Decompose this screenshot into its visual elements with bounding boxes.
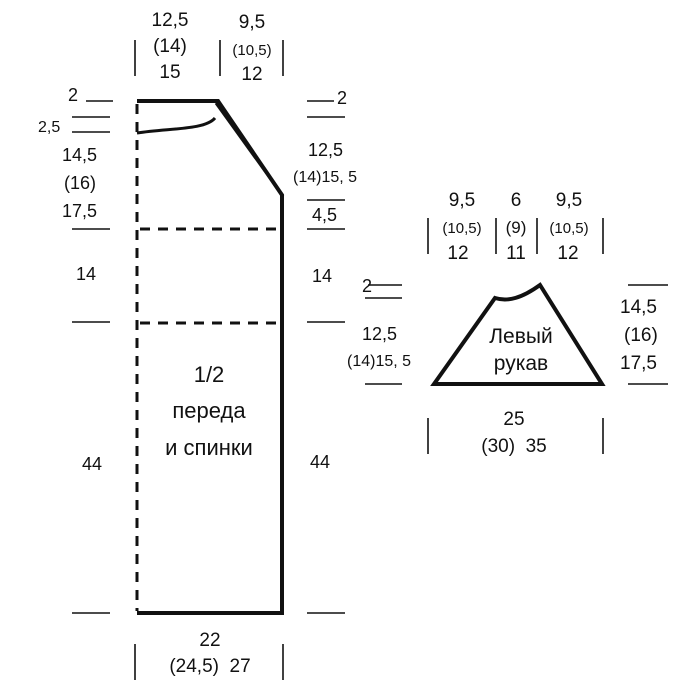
dimension-label: 2,5 — [38, 119, 60, 136]
dimension-label: 44 — [310, 452, 330, 472]
body-piece-label: 1/2 переда и спинки — [165, 362, 253, 460]
dimension-label: 12 — [241, 64, 262, 85]
dimension-label: 11 — [506, 243, 526, 264]
dimension-label: 2 — [362, 276, 372, 296]
body-left-labels: 2 2,5 14,5 (16) 17,5 14 44 — [38, 85, 102, 474]
dimension-label: (10,5) — [442, 220, 481, 237]
dimension-label: 1/2 — [194, 362, 225, 387]
body-neck-width: 9,5 (10,5) 12 — [232, 12, 271, 85]
dimension-label: 17,5 — [62, 201, 97, 221]
body-piece — [135, 99, 285, 615]
dimension-label: Левый — [489, 325, 552, 348]
dimension-label: 2 — [68, 85, 78, 105]
sleeve-piece — [430, 282, 606, 386]
dimension-label: и спинки — [165, 435, 253, 460]
dimension-label: 9,5 — [556, 190, 582, 211]
sleeve-top-width-right: 9,5 (10,5) 12 — [549, 190, 588, 264]
dimension-label: (14) — [153, 36, 187, 57]
dimension-label: 15 — [159, 62, 180, 83]
dimension-label: переда — [172, 398, 246, 423]
dimension-label: (10,5) — [549, 220, 588, 237]
sleeve-piece-label: Левый рукав — [489, 325, 552, 375]
sleeve-outline — [430, 282, 606, 386]
dimension-label: 14,5 — [62, 145, 97, 165]
body-outline — [137, 99, 284, 615]
dimension-label: (14)15, 5 — [293, 169, 357, 186]
dimension-label: 14 — [76, 264, 96, 284]
dimension-label: 12 — [447, 243, 468, 264]
body-dimension-ticks — [72, 40, 345, 680]
dimension-label: (14)15, 5 — [347, 353, 411, 370]
sleeve-top-width-left: 9,5 (10,5) 12 — [442, 190, 481, 264]
sleeve-dimension-ticks — [365, 218, 668, 454]
front-neck-curve — [136, 116, 217, 135]
dimension-label: 17,5 — [620, 353, 657, 374]
dimension-label: 12,5 — [308, 140, 343, 160]
dimension-label: 2 — [337, 88, 347, 108]
dimension-label: (24,5) 27 — [169, 656, 250, 677]
dimension-label: 12 — [557, 243, 578, 264]
dimension-label: 12,5 — [152, 10, 189, 31]
back-neck-line — [214, 102, 285, 197]
dimension-label: 44 — [82, 454, 102, 474]
dimension-label: (30) 35 — [481, 436, 546, 457]
dimension-label: рукав — [494, 352, 548, 375]
dimension-label: (16) — [64, 173, 96, 193]
dimension-label: (16) — [624, 325, 658, 346]
dimension-label: 12,5 — [362, 324, 397, 344]
sleeve-left-labels: 2 12,5 (14)15, 5 — [347, 276, 411, 370]
body-shoulder-width: 12,5 (14) 15 — [152, 10, 189, 83]
dimension-label: 25 — [503, 409, 524, 430]
dimension-label: 9,5 — [239, 12, 265, 33]
sleeve-right-labels: 14,5 (16) 17,5 — [620, 297, 658, 374]
body-right-labels: 2 12,5 (14)15, 5 4,5 14 44 — [293, 88, 357, 472]
dimension-label: 14 — [312, 266, 332, 286]
dimension-label: 6 — [511, 190, 522, 211]
dimension-label: (9) — [506, 218, 527, 237]
dimension-label: 22 — [199, 630, 220, 651]
body-bottom-width: 22 (24,5) 27 — [169, 630, 250, 677]
sleeve-top-width-center: 6 (9) 11 — [506, 190, 527, 264]
dimension-label: 4,5 — [312, 205, 337, 225]
sleeve-bottom-width: 25 (30) 35 — [481, 409, 546, 457]
dimension-label: 14,5 — [620, 297, 657, 318]
dimension-label: (10,5) — [232, 42, 271, 59]
dimension-label: 9,5 — [449, 190, 475, 211]
